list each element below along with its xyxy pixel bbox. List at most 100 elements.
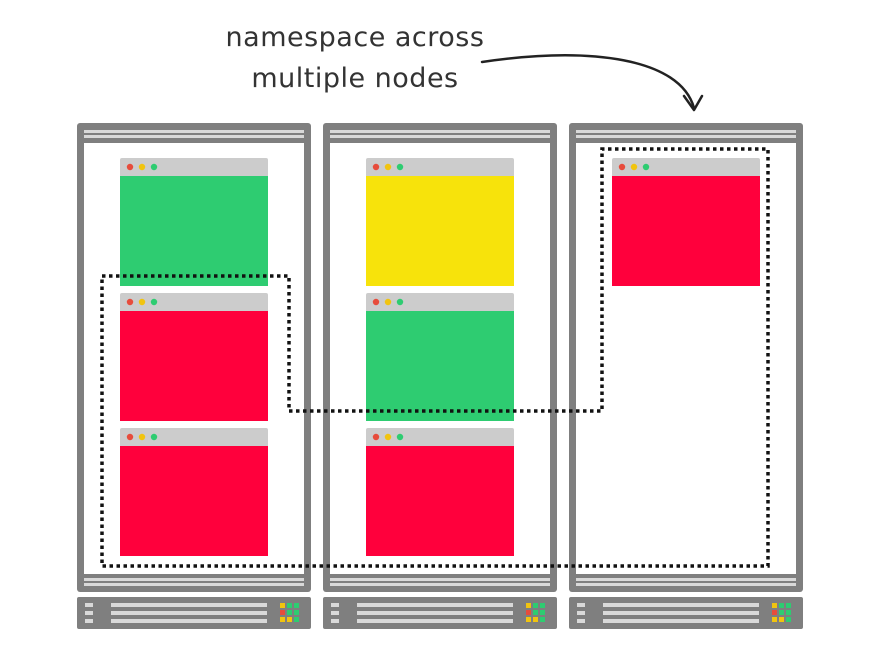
window-maximize-icon <box>150 298 158 306</box>
vent-slot <box>357 619 513 623</box>
window-minimize-icon <box>138 163 146 171</box>
window-minimize-icon <box>384 433 392 441</box>
vent-slot <box>111 611 267 615</box>
app-window-green <box>366 293 514 421</box>
status-light-icon <box>280 610 285 615</box>
window-minimize-icon <box>384 298 392 306</box>
app-window-green <box>120 158 268 286</box>
server-bottom-stripe <box>576 578 796 581</box>
app-window-red <box>120 293 268 421</box>
status-light-icon <box>526 603 531 608</box>
server-base-unit <box>569 597 803 629</box>
status-light-icon <box>287 610 292 615</box>
vent-slot <box>603 603 759 607</box>
server-bottom-stripe <box>84 583 304 586</box>
window-maximize-icon <box>396 433 404 441</box>
vent-slot <box>603 619 759 623</box>
window-maximize-icon <box>642 163 650 171</box>
status-light-icon <box>294 617 299 622</box>
namespace-boundary <box>100 147 770 568</box>
window-minimize-icon <box>630 163 638 171</box>
status-light-icon <box>280 603 285 608</box>
window-content <box>366 446 514 556</box>
status-light-icon <box>533 610 538 615</box>
status-light-icon <box>540 610 545 615</box>
window-minimize-icon <box>138 433 146 441</box>
server-bottom-stripe <box>84 578 304 581</box>
vent-slot <box>331 603 339 607</box>
status-light-icon <box>772 603 777 608</box>
server-top-stripe <box>330 130 550 133</box>
vent-slot <box>111 619 267 623</box>
status-light-icon <box>540 617 545 622</box>
status-light-icon <box>786 610 791 615</box>
server-base-unit <box>323 597 557 629</box>
status-light-icon <box>779 610 784 615</box>
vent-slot <box>603 611 759 615</box>
server-base-unit <box>77 597 311 629</box>
server-bottom-stripe <box>576 583 796 586</box>
server-top-stripe <box>84 135 304 138</box>
arrow-curve <box>480 54 696 110</box>
status-light-icon <box>772 610 777 615</box>
vent-slot <box>357 603 513 607</box>
window-content <box>366 311 514 421</box>
vent-slot <box>85 619 93 623</box>
server-top-stripe <box>576 130 796 133</box>
status-light-icon <box>294 603 299 608</box>
status-light-icon <box>772 617 777 622</box>
vent-slot <box>577 619 585 623</box>
vent-slot <box>111 603 267 607</box>
window-minimize-icon <box>384 163 392 171</box>
status-light-icon <box>786 603 791 608</box>
window-close-icon <box>618 163 626 171</box>
app-window-yellow <box>366 158 514 286</box>
status-light-icon <box>287 603 292 608</box>
vent-slot <box>331 611 339 615</box>
status-light-icon <box>287 617 292 622</box>
vent-slot <box>357 611 513 615</box>
server-node-2 <box>323 123 557 629</box>
window-content <box>120 176 268 286</box>
app-window-red <box>612 158 760 286</box>
server-top-stripe <box>576 135 796 138</box>
annotation-line-2: multiple nodes <box>251 63 458 94</box>
window-maximize-icon <box>396 163 404 171</box>
annotation: namespace across multiple nodes <box>226 22 485 94</box>
status-light-icon <box>533 603 538 608</box>
window-close-icon <box>126 298 134 306</box>
vent-slot <box>577 603 585 607</box>
vent-slot <box>577 611 585 615</box>
status-light-icon <box>526 617 531 622</box>
server-bottom-stripe <box>330 578 550 581</box>
app-window-red <box>120 428 268 556</box>
server-node-3 <box>569 123 803 629</box>
app-window-red <box>366 428 514 556</box>
window-maximize-icon <box>150 163 158 171</box>
status-light-icon <box>533 617 538 622</box>
window-close-icon <box>126 433 134 441</box>
window-minimize-icon <box>138 298 146 306</box>
server-top-stripe <box>84 130 304 133</box>
annotation-line-1: namespace across <box>226 22 485 53</box>
window-close-icon <box>126 163 134 171</box>
window-content <box>120 311 268 421</box>
window-maximize-icon <box>396 298 404 306</box>
window-content <box>366 176 514 286</box>
vent-slot <box>85 603 93 607</box>
status-light-icon <box>779 617 784 622</box>
window-content <box>612 176 760 286</box>
status-light-icon <box>540 603 545 608</box>
arrow-head-icon <box>682 94 704 112</box>
status-light-icon <box>280 617 285 622</box>
server-top-stripe <box>330 135 550 138</box>
status-light-icon <box>294 610 299 615</box>
window-close-icon <box>372 163 380 171</box>
server-node-1 <box>77 123 311 629</box>
window-content <box>120 446 268 556</box>
window-maximize-icon <box>150 433 158 441</box>
window-close-icon <box>372 298 380 306</box>
annotation-arrow <box>480 54 704 112</box>
server-bottom-stripe <box>330 583 550 586</box>
